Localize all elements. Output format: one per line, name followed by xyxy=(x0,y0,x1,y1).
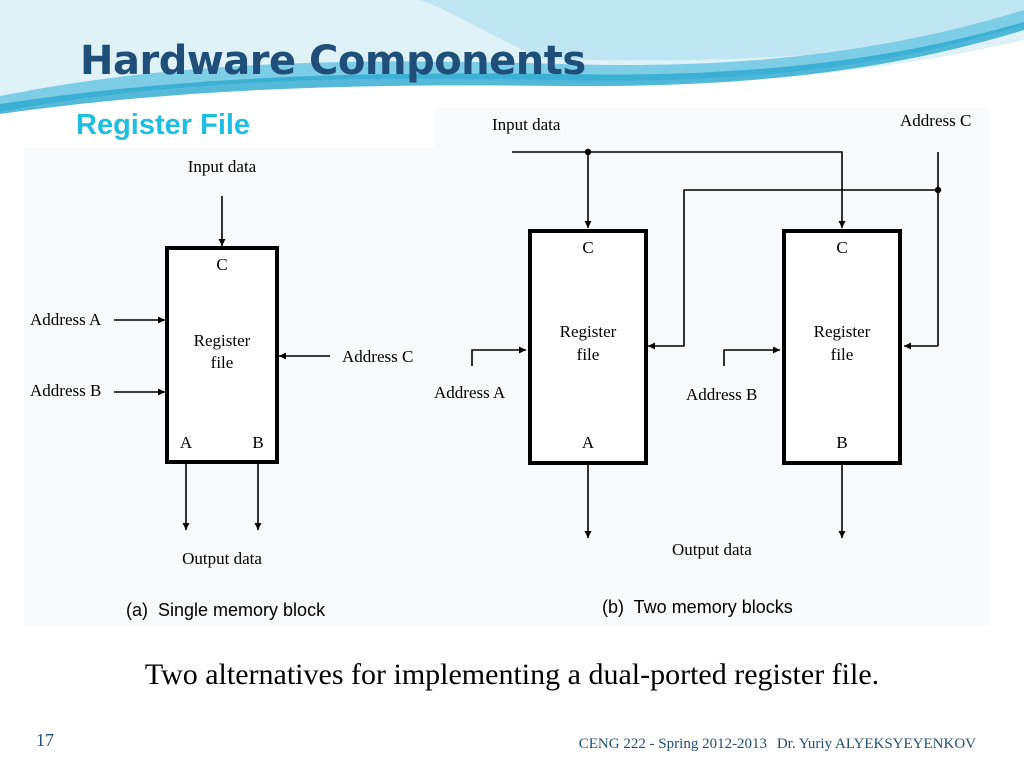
a-block-label-line2: file xyxy=(211,353,234,372)
a-block-label-line1: Register xyxy=(194,331,251,350)
register-file-diagram: Input data C Register file A B Address A… xyxy=(24,108,990,626)
a-address-a-label: Address A xyxy=(30,310,102,329)
b-output-data-label: Output data xyxy=(672,540,752,559)
slide-title: Hardware Components xyxy=(80,38,586,84)
a-address-c-label: Address C xyxy=(342,347,413,366)
footer-author: Dr. Yuriy ALYEKSYEYENKOV xyxy=(776,736,976,752)
b-address-a-arrow xyxy=(471,346,526,366)
b-address-a-label: Address A xyxy=(434,383,506,402)
b-left-port-c-label: C xyxy=(582,238,593,257)
b-right-port-c-label: C xyxy=(836,238,847,257)
slide-footer: CENG 222 - Spring 2012-2013 Dr. Yuriy AL… xyxy=(573,736,976,753)
b-address-c-label: Address C xyxy=(900,111,971,130)
b-left-block-label-line2: file xyxy=(577,345,600,364)
b-right-block-label-line2: file xyxy=(831,345,854,364)
b-address-b-arrow xyxy=(723,346,780,366)
a-input-data-label: Input data xyxy=(188,157,257,176)
b-left-port-a-label: A xyxy=(582,433,595,452)
diagram-two-memory-blocks: Input data Address C C Register file A C… xyxy=(434,111,971,617)
b-left-register-file-block xyxy=(528,229,648,465)
diagram-single-memory-block: Input data C Register file A B Address A… xyxy=(30,157,413,620)
footer-course: CENG 222 - Spring 2012-2013 xyxy=(578,736,768,752)
b-right-block-label-line1: Register xyxy=(814,322,871,341)
slide-number: 17 xyxy=(36,730,54,750)
b-address-c-to-left-bus xyxy=(648,189,938,350)
a-output-data-label: Output data xyxy=(182,549,262,568)
b-right-register-file-block xyxy=(782,229,902,465)
a-port-a-label: A xyxy=(180,433,193,452)
a-address-b-label: Address B xyxy=(30,381,101,400)
a-diagram-caption: (a) Single memory block xyxy=(126,600,326,620)
slide-subtitle: Register File xyxy=(76,109,251,141)
b-diagram-caption: (b) Two memory blocks xyxy=(602,597,793,617)
b-right-port-b-label: B xyxy=(836,433,847,452)
b-left-block-label-line1: Register xyxy=(560,322,617,341)
b-input-junction xyxy=(584,148,592,156)
a-port-c-label: C xyxy=(216,255,227,274)
figure-caption: Two alternatives for implementing a dual… xyxy=(144,658,880,691)
a-register-file-block xyxy=(165,246,279,464)
b-input-bus xyxy=(512,151,846,228)
header-wave-decoration xyxy=(0,0,1024,114)
b-input-data-label: Input data xyxy=(492,115,561,134)
b-address-b-label: Address B xyxy=(686,385,757,404)
b-address-c-junction xyxy=(934,186,942,194)
a-port-b-label: B xyxy=(252,433,263,452)
